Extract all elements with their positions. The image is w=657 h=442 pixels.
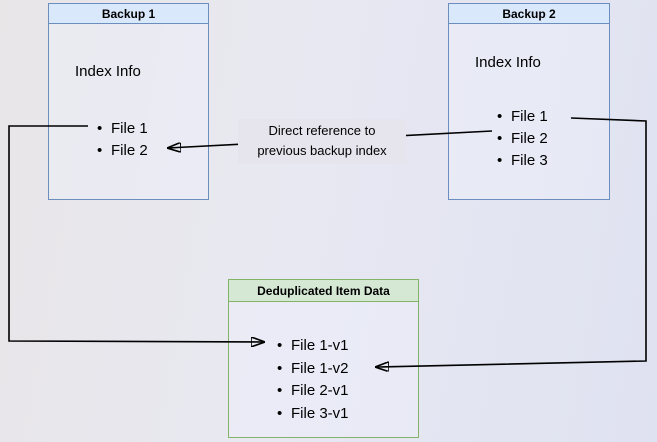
bullet-icon — [277, 335, 291, 358]
direct-reference-label-line1: Direct reference to — [268, 123, 376, 138]
list-item: File 1-v2 — [277, 358, 349, 381]
bullet-icon — [277, 358, 291, 381]
list-item: File 2 — [97, 140, 148, 162]
backup1-box: Backup 1 Index Info File 1File 2 — [48, 3, 209, 200]
backup2-title: Backup 2 — [449, 4, 609, 24]
dedup-file-list: File 1-v1File 1-v2File 2-v1File 3-v1 — [277, 335, 349, 425]
direct-reference-label-line2: previous backup index — [257, 143, 387, 158]
backup2-subtitle: Index Info — [475, 54, 541, 71]
bullet-icon — [497, 150, 511, 172]
backup1-subtitle: Index Info — [75, 63, 141, 80]
list-item: File 1 — [97, 118, 148, 140]
bullet-icon — [497, 128, 511, 150]
backup2-box: Backup 2 Index Info File 1File 2File 3 — [448, 3, 610, 200]
list-item: File 2-v1 — [277, 380, 349, 403]
list-item: File 1-v1 — [277, 335, 349, 358]
bullet-icon — [97, 118, 111, 140]
list-item: File 1 — [497, 106, 548, 128]
backup1-title: Backup 1 — [49, 4, 208, 24]
backup2-file-list: File 1File 2File 3 — [497, 106, 548, 172]
list-item: File 3-v1 — [277, 403, 349, 426]
bullet-icon — [277, 403, 291, 426]
backup1-file-list: File 1File 2 — [97, 118, 148, 162]
dedup-box: Deduplicated Item Data File 1-v1File 1-v… — [228, 279, 419, 438]
list-item: File 2 — [497, 128, 548, 150]
bullet-icon — [97, 140, 111, 162]
list-item: File 3 — [497, 150, 548, 172]
bullet-icon — [497, 106, 511, 128]
dedup-title: Deduplicated Item Data — [229, 280, 418, 302]
bullet-icon — [277, 380, 291, 403]
direct-reference-label: Direct reference to previous backup inde… — [238, 119, 406, 164]
